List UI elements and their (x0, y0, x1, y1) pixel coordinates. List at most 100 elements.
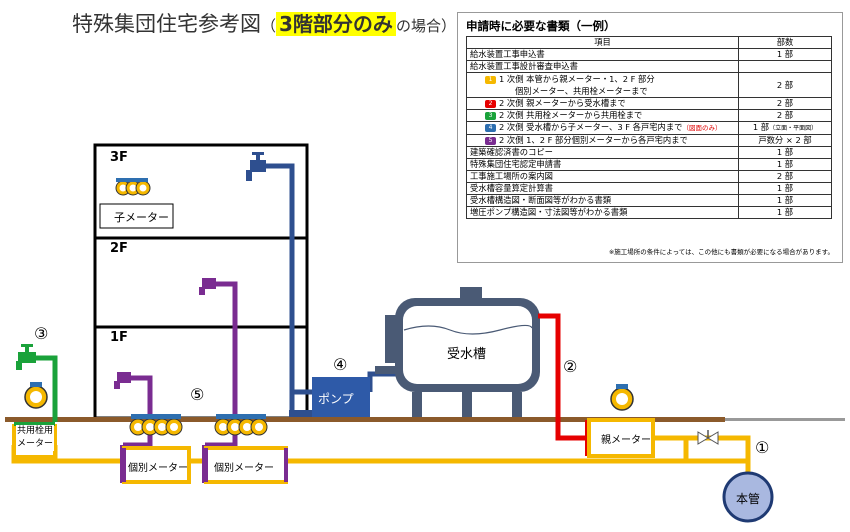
tap-icon-green (16, 344, 36, 370)
docs-count: 2 部 (738, 72, 832, 98)
parent-meter-box (587, 418, 655, 458)
docs-count: 2 部 (738, 109, 832, 122)
tag-4-icon: 4 (485, 123, 496, 132)
docs-item: 特殊集団住宅認定申請書 (466, 158, 739, 171)
table-row: 工事施工場所の案内図 2 部 (466, 170, 832, 183)
docs-item: 工事施工場所の案内図 (466, 170, 739, 183)
title-highlight: 3階部分のみ (276, 12, 396, 36)
tap-icon-1f (114, 372, 131, 389)
marker-1: ① (755, 438, 770, 457)
docs-count: 1 部 (738, 206, 832, 219)
main-pipe-circle (722, 471, 774, 523)
red-pipe (538, 313, 585, 441)
tag-1-icon: 1 (485, 75, 496, 84)
docs-title: 申請時に必要な書類（一例） (466, 19, 616, 33)
tag-3-icon: 3 (485, 111, 496, 120)
green-pipe (32, 355, 58, 422)
tag-2-icon: 2 (485, 99, 496, 108)
table-row: 増圧ポンプ構造図・寸法図等がわかる書類 1 部 (466, 206, 832, 219)
marker-3: ③ (34, 324, 49, 343)
tap-icon-2f (199, 278, 216, 295)
docs-item: 増圧ポンプ構造図・寸法図等がわかる書類 (466, 206, 739, 219)
docs-item-text: 2 次側 1、2 F 部分個別メーターから各戸宅内まで (499, 135, 688, 145)
docs-header-count: 部数 (738, 36, 832, 49)
docs-item-note: （図面のみ） (682, 124, 722, 132)
docs-item: 受水槽構造図・断面図等がわかる書類 (466, 194, 739, 207)
blue-pipe-base (289, 410, 319, 417)
individual-meter-box-1 (122, 446, 191, 484)
individual-meter-box-2 (204, 446, 288, 484)
docs-note: ※施工場所の条件によっては、この他にも書類が必要になる場合があります。 (608, 248, 834, 256)
docs-item-text: 2 次側 受水槽から子メーター、3 F 各戸宅内まで (499, 122, 683, 132)
main-pipe-label: 本管 (736, 492, 761, 506)
docs-count-note: （立面・平面図） (769, 125, 818, 132)
title-main: 特殊集団住宅参考図 (72, 12, 261, 36)
table-row: 給水装置工事設計審査申込書 (466, 60, 832, 73)
docs-item-text: 2 次側 親メーターから受水槽まで (499, 98, 626, 108)
docs-count: 2 部 (738, 97, 832, 110)
parent-meter-label: 親メーター (601, 435, 651, 446)
docs-item: 建築確認済書のコピー (466, 146, 739, 159)
valve-icon (697, 430, 719, 445)
docs-item: 給水装置工事設計審査申込書 (466, 60, 739, 73)
title-tail: の場合） (395, 17, 456, 35)
table-row: 給水装置工事申込書 1 部 (466, 48, 832, 61)
pump-label: ポンプ (318, 392, 354, 406)
pump-box (312, 377, 370, 417)
marker-5: ⑤ (190, 385, 205, 404)
docs-count: 1 部 (738, 182, 832, 195)
meter-icons-3f (115, 178, 151, 196)
table-row: 受水槽構造図・断面図等がわかる書類 1 部 (466, 194, 832, 207)
meter-icons-individual-2 (214, 414, 268, 436)
docs-item-text: 2 次側 共用栓メーターから共用栓まで (499, 110, 643, 120)
docs-item: 給水装置工事申込書 (466, 48, 739, 61)
docs-item: 受水槽容量算定計算書 (466, 182, 739, 195)
docs-count: 1 部 (738, 194, 832, 207)
docs-header-row: 項目 部数 (466, 36, 832, 49)
tap-icon-3f (246, 152, 266, 181)
required-documents-panel: 申請時に必要な書類（一例） 項目 部数 給水装置工事申込書 1 部 給水装置工事… (457, 12, 843, 263)
docs-item-text-cont: 個別メーター、共用栓メーターまで (515, 86, 648, 96)
meter-icon-parent (610, 384, 634, 411)
docs-count: 1 部 (738, 146, 832, 159)
docs-count: 1 部（立面・平面図） (738, 121, 832, 135)
ground-line (5, 417, 725, 422)
child-meter-label: 子メーター (114, 211, 169, 224)
page-title: 特殊集団住宅参考図（3階部分のみの場合） (72, 8, 456, 38)
table-row: 受水槽容量算定計算書 1 部 (466, 182, 832, 195)
shared-meter-label-2: メーター (16, 439, 53, 449)
shared-meter-label: 共用栓用 メーター (16, 425, 54, 451)
docs-header-item: 項目 (466, 36, 739, 49)
individual-meter-label-1: 個別メーター (128, 463, 188, 474)
tank-label: 受水槽 (447, 347, 487, 362)
meter-icon-shared (24, 382, 48, 409)
docs-count: 戸数分 × 2 部 (738, 134, 832, 147)
floor-2f-label: 2F (110, 241, 128, 256)
tank-outlet (375, 366, 397, 374)
docs-count: 2 部 (738, 170, 832, 183)
title-open: （ (261, 17, 277, 35)
docs-count-text: 1 部 (752, 122, 770, 132)
floor-2-box (93, 236, 309, 329)
shared-meter-yellow (12, 424, 57, 459)
docs-item-text: 1 次側 本管から親メーター・1、2 F 部分 (499, 74, 655, 84)
docs-count: 1 部 (738, 48, 832, 61)
floor-1f-label: 1F (110, 330, 128, 345)
marker-4: ④ (333, 355, 348, 374)
shared-meter-label-1: 共用栓用 (16, 426, 53, 436)
table-row: 特殊集団住宅認定申請書 1 部 (466, 158, 832, 171)
ground-line-gray (725, 418, 845, 421)
water-tank (385, 287, 540, 417)
table-row: 建築確認済書のコピー 1 部 (466, 146, 832, 159)
